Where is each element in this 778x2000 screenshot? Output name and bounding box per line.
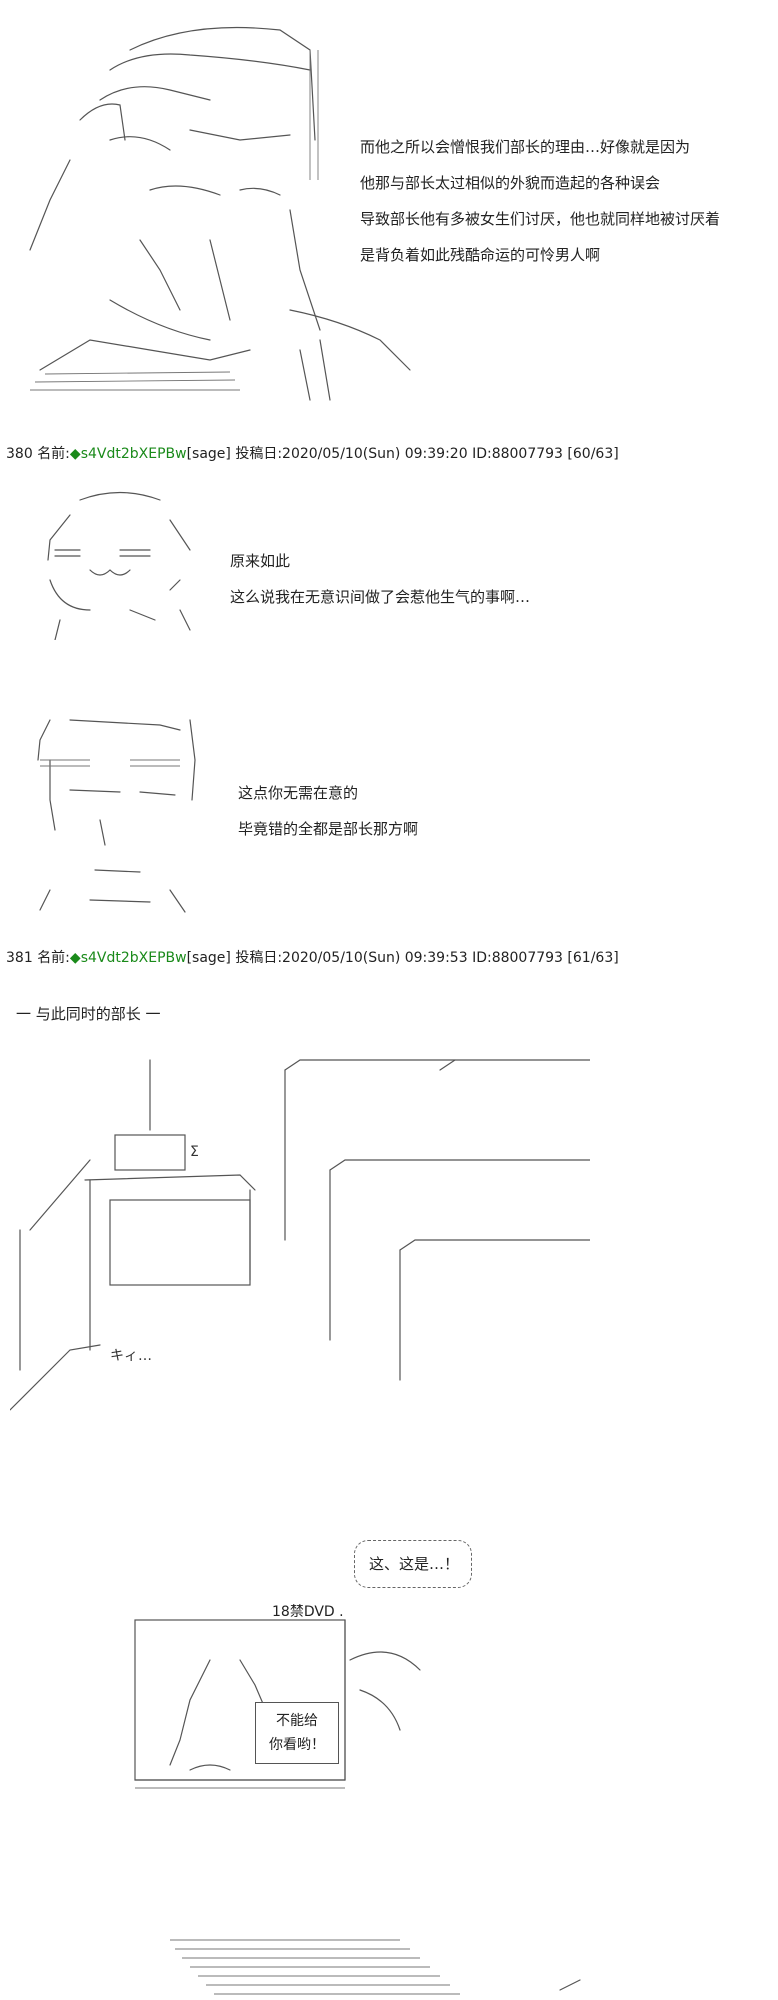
post-number: 381 [6,950,33,966]
ascii-art-glasses-man [10,700,210,920]
scene-title: 一 与此同时的部长 一 [16,1005,161,1023]
scene1-line-1: 而他之所以会憎恨我们部长的理由…好像就是因为 [360,138,691,156]
post-date-label: 投稿日: [235,950,283,966]
post-trip: s4Vdt2bXEPBw [80,950,187,966]
post-number: 380 [6,446,33,462]
sfx-sigma: Σ [190,1144,199,1160]
trip-diamond-icon: ◆ [69,950,81,966]
censor-sign: 不能给 你看哟！ [255,1702,339,1764]
scene3-line-1: 这点你无需在意的 [238,784,359,802]
post-id: ID:88007793 [472,446,563,462]
post-mail: [sage] [186,950,231,966]
sign-line-2: 你看哟！ [269,1737,325,1753]
bubble-text: 这、这是…！ [369,1555,460,1573]
sfx-door-creak: キィ… [110,1348,152,1364]
sign-line-1: 不能给 [276,1713,318,1729]
post-id: ID:88007793 [472,950,563,966]
ascii-art-man-holding-head [10,10,420,410]
ascii-art-room-with-shelves [10,1050,590,1430]
ascii-art-dvd-case [130,1590,430,1810]
post-mail: [sage] [186,446,231,462]
scene2-line-2: 这么说我在无意识间做了会惹他生气的事啊… [230,588,531,606]
scene2-line-1: 原来如此 [230,552,291,570]
post-count: [60/63] [567,446,619,462]
scene1-line-4: 是背负着如此残酷命运的可怜男人啊 [360,246,601,264]
post-trip: s4Vdt2bXEPBw [80,446,187,462]
ascii-art-smiling-face [20,480,200,640]
trip-diamond-icon: ◆ [69,446,81,462]
post-name-label: 名前: [37,446,70,462]
post-date-label: 投稿日: [235,446,283,462]
post-count: [61/63] [567,950,619,966]
post-header-380: 380 名前:◆s4Vdt2bXEPBw[sage] 投稿日:2020/05/1… [6,443,619,463]
dvd-label: 18禁DVD . [272,1604,344,1620]
scene1-line-3: 导致部长他有多被女生们讨厌，他也就同样地被讨厌着 [360,210,721,228]
post-header-381: 381 名前:◆s4Vdt2bXEPBw[sage] 投稿日:2020/05/1… [6,947,619,967]
post-date: 2020/05/10(Sun) 09:39:53 [282,950,468,966]
post-date: 2020/05/10(Sun) 09:39:20 [282,446,468,462]
scene3-line-2: 毕竟错的全都是部长那方啊 [238,820,419,838]
ascii-art-bottom-stairs [160,1935,590,2000]
speech-bubble: 这、这是…！ [354,1540,472,1588]
scene1-line-2: 他那与部长太过相似的外貌而造起的各种误会 [360,174,661,192]
post-name-label: 名前: [37,950,70,966]
